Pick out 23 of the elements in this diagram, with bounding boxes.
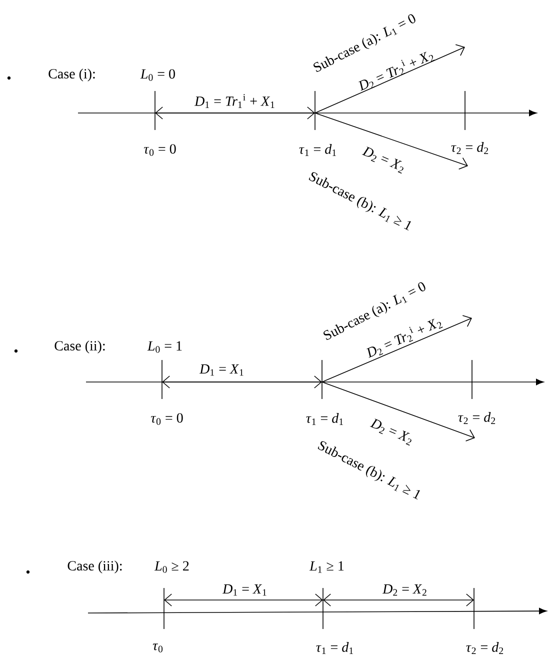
- math-label: τ$_{1}$ = d$_{1}$: [316, 642, 353, 654]
- case-label: Case (iii):: [68, 560, 122, 574]
- math-label: L$_{0}$ = 0: [140, 69, 175, 81]
- math-label: τ$_{2}$ = d$_{2}$: [458, 412, 496, 424]
- math-label: τ$_{1}$ = d$_{1}$: [306, 413, 343, 425]
- math-label: L$_{0}$ ≥ 2: [154, 561, 189, 573]
- math-label: D$_{1}$ = Tr$_{1}$$^{i}$ + X$_{1}$: [194, 94, 274, 108]
- math-label: τ$_{0}$: [152, 644, 163, 652]
- math-label: L$_{1}$ ≥ 1: [309, 561, 344, 573]
- math-label: D$_{2}$ = X$_{2}$: [382, 584, 426, 596]
- math-label: D$_{2}$ = Tr$_{2}$$^{i}$ + X$_{2}$: [366, 318, 443, 358]
- math-label: τ$_{0}$ = 0: [144, 144, 176, 156]
- math-label: D$_{2}$ = X$_{2}$: [370, 418, 412, 446]
- math-label: D$_{2}$ = X$_{2}$: [362, 146, 404, 174]
- math-label: D$_{1}$ = X$_{1}$: [199, 364, 244, 376]
- math-label: L$_{0}$ = 1: [147, 341, 182, 353]
- case-label: Case (ii):: [54, 340, 105, 354]
- math-label: τ$_{2}$ = d$_{2}$: [466, 642, 504, 654]
- math-label: τ$_{1}$ = d$_{1}$: [299, 144, 336, 156]
- math-label: D$_{1}$ = X$_{1}$: [222, 584, 266, 596]
- math-label: τ$_{2}$ = d$_{2}$: [451, 142, 488, 154]
- case-label: Case (i):: [48, 68, 95, 82]
- math-label: τ$_{0}$ = 0: [150, 413, 183, 425]
